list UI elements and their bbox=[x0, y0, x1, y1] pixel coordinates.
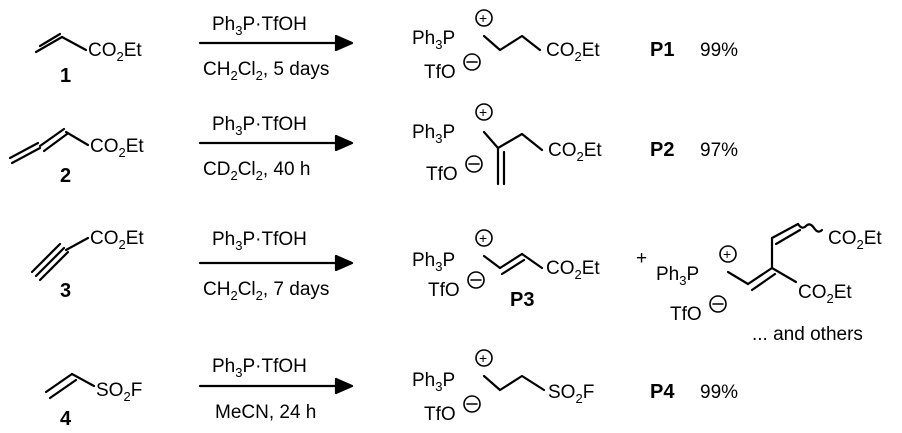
svg-text:TfO: TfO bbox=[426, 164, 458, 185]
reaction-row-3: CO2Et 3 Ph3P·TfOH CH2Cl2, 7 days Ph3P + … bbox=[30, 222, 882, 345]
svg-text:Ph3P: Ph3P bbox=[656, 264, 699, 288]
reaction-arrow-3: Ph3P·TfOH CH2Cl2, 7 days bbox=[198, 229, 354, 303]
reagent-2: Ph3P·TfOH bbox=[212, 114, 307, 138]
conditions-4: MeCN, 24 h bbox=[215, 402, 316, 423]
conditions-1: CH2Cl2, 5 days bbox=[203, 59, 329, 83]
substrate-2-label: 2 bbox=[60, 165, 71, 187]
yield-P4: 99% bbox=[700, 382, 738, 403]
reaction-row-2: CO2Et 2 Ph3P·TfOH CD2Cl2, 40 h Ph3P + CO… bbox=[8, 103, 738, 187]
substrate-1-label: 1 bbox=[60, 65, 71, 87]
substrate-1-structure: CO2Et bbox=[34, 32, 142, 64]
substrate-2-structure: CO2Et bbox=[8, 127, 144, 165]
svg-text:+: + bbox=[723, 246, 731, 262]
reaction-arrow-1: Ph3P·TfOH CH2Cl2, 5 days bbox=[198, 14, 354, 83]
yield-P1: 99% bbox=[700, 40, 738, 61]
svg-text:CO2Et: CO2Et bbox=[548, 140, 602, 164]
product-label-P2: P2 bbox=[650, 139, 674, 161]
reaction-arrow-4: Ph3P·TfOH MeCN, 24 h bbox=[198, 356, 354, 423]
svg-text:+: + bbox=[479, 10, 487, 26]
reaction-arrow-2: Ph3P·TfOH CD2Cl2, 40 h bbox=[198, 114, 354, 183]
svg-text:TfO: TfO bbox=[424, 404, 456, 425]
svg-text:Ph3P: Ph3P bbox=[412, 122, 455, 146]
reagent-1: Ph3P·TfOH bbox=[212, 14, 307, 38]
svg-text:TfO: TfO bbox=[670, 304, 702, 325]
svg-text:CO2Et: CO2Et bbox=[798, 282, 852, 306]
svg-text:SO2F: SO2F bbox=[548, 382, 594, 406]
side-products-note: ... and others bbox=[752, 324, 863, 345]
svg-text:TfO: TfO bbox=[428, 280, 460, 301]
yield-P2: 97% bbox=[700, 140, 738, 161]
product-P2-structure: Ph3P + CO2Et TfO bbox=[412, 103, 602, 186]
svg-text:Ph3P: Ph3P bbox=[412, 250, 455, 274]
reaction-row-4: SO2F 4 Ph3P·TfOH MeCN, 24 h Ph3P + SO2F … bbox=[44, 349, 738, 430]
svg-text:CO2Et: CO2Et bbox=[828, 228, 882, 252]
product-P1-structure: Ph3P + CO2Et TfO bbox=[412, 9, 600, 83]
reagent-4: Ph3P·TfOH bbox=[212, 356, 307, 380]
substrate-3-structure: CO2Et bbox=[30, 228, 144, 282]
substrate-3-label: 3 bbox=[60, 280, 71, 302]
product-P4-structure: Ph3P + SO2F TfO bbox=[412, 349, 594, 425]
substrate-1-group: CO2Et bbox=[88, 40, 142, 64]
substrate-2-group: CO2Et bbox=[90, 136, 144, 160]
svg-text:Ph3P: Ph3P bbox=[412, 370, 455, 394]
svg-text:+: + bbox=[479, 104, 487, 120]
svg-text:CO2Et: CO2Et bbox=[546, 258, 600, 282]
svg-text:TfO: TfO bbox=[424, 62, 456, 83]
product-label-P1: P1 bbox=[650, 39, 674, 61]
reagent-3: Ph3P·TfOH bbox=[212, 229, 307, 253]
substrate-3-group: CO2Et bbox=[90, 228, 144, 252]
substrate-4-label: 4 bbox=[60, 408, 72, 430]
substrate-4-structure: SO2F bbox=[44, 372, 142, 404]
conditions-3: CH2Cl2, 7 days bbox=[203, 279, 329, 303]
substrate-4-group: SO2F bbox=[96, 380, 142, 404]
product-P3-structure: Ph3P + CO2Et TfO bbox=[412, 229, 600, 301]
conditions-2: CD2Cl2, 40 h bbox=[203, 159, 310, 183]
product-label-P3: P3 bbox=[510, 289, 534, 311]
svg-text:Ph3P: Ph3P bbox=[412, 28, 455, 52]
svg-text:+: + bbox=[479, 350, 487, 366]
svg-text:CO2Et: CO2Et bbox=[546, 40, 600, 64]
product-label-P4: P4 bbox=[650, 381, 675, 403]
side-product-structure: Ph3P + CO2Et CO2Et TfO bbox=[656, 222, 882, 325]
svg-text:+: + bbox=[479, 230, 487, 246]
reaction-row-1: CO2Et 1 Ph3P·TfOH CH2Cl2, 5 days Ph3P + … bbox=[34, 9, 738, 87]
plus-sign: + bbox=[636, 248, 647, 269]
